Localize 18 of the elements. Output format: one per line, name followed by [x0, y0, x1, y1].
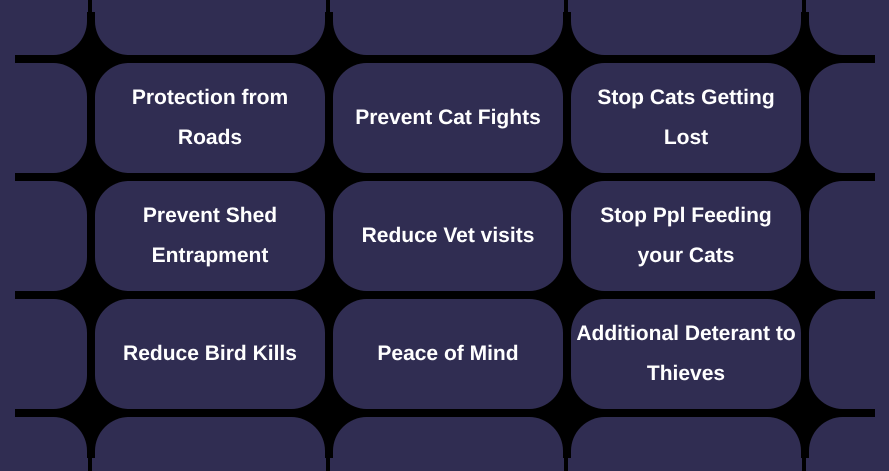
tile-label: Reduce Vet visits: [362, 223, 534, 249]
benefit-tile: [95, 299, 325, 409]
benefit-tile: [571, 181, 801, 291]
tile-label: Reduce Bird Kills: [123, 341, 297, 367]
tile-label: Additional Deterant to Thieves: [576, 321, 796, 387]
tile-label: Peace of Mind: [377, 341, 519, 367]
benefit-tile: [95, 63, 325, 173]
tile-label: Stop Cats Getting Lost: [596, 85, 776, 151]
benefit-tile: [333, 181, 563, 291]
benefit-tile: [571, 63, 801, 173]
benefit-tile: [95, 181, 325, 291]
benefit-tile: [333, 299, 563, 409]
benefit-tile: [571, 299, 801, 409]
tile-label: Prevent Shed Entrapment: [142, 203, 278, 269]
tile-label: Protection from Roads: [130, 85, 290, 151]
tile-label: Prevent Cat Fights: [355, 105, 541, 131]
benefit-tile: [333, 63, 563, 173]
tile-label: Stop Ppl Feeding your Cats: [599, 203, 773, 269]
